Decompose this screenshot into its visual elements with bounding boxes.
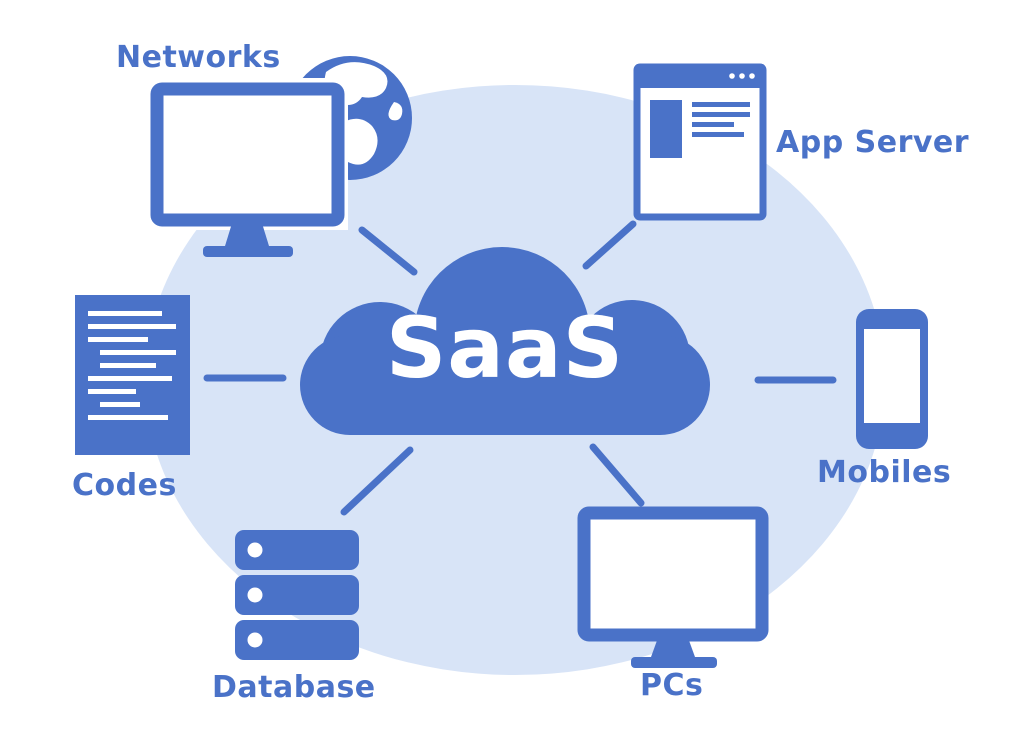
server-stack-icon [235,530,359,660]
saas-cloud-node: SaaS [280,240,730,440]
cloud-icon [300,247,710,435]
monitor-globe-icon [148,56,412,257]
desktop-monitor-icon [577,506,769,668]
connector-pcs [589,443,645,507]
code-document-icon [75,295,190,455]
connector-app-server [582,220,637,270]
pcs-label: PCs [640,668,704,703]
saas-title: SaaS [385,299,625,397]
networks-label: Networks [116,40,281,75]
database-label: Database [212,670,376,705]
connector-networks [358,226,418,276]
mobiles-label: Mobiles [817,455,952,490]
connector-database [340,446,414,516]
browser-window-icon [633,63,767,221]
smartphone-icon [856,309,928,449]
app-server-label: App Server [776,125,970,160]
codes-label: Codes [72,468,177,503]
